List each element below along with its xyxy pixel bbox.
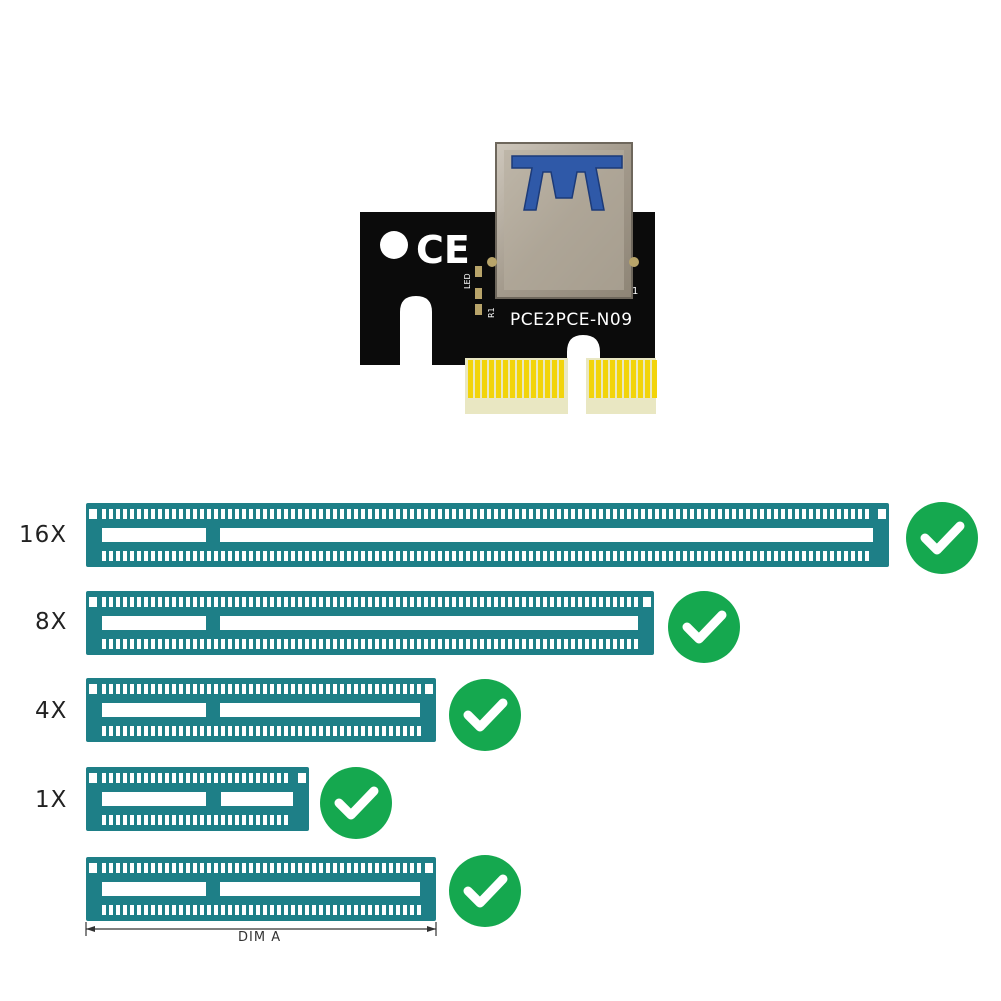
silk-led: LED	[463, 273, 472, 289]
gold-finger	[468, 360, 473, 398]
gold-finger	[517, 360, 522, 398]
gold-finger	[482, 360, 487, 398]
check-icon	[320, 767, 392, 839]
check-icon	[906, 502, 978, 574]
gold-finger	[645, 360, 650, 398]
mounting-hole	[380, 231, 408, 259]
gold-finger	[503, 360, 508, 398]
slot-label-4x: 4X	[35, 698, 68, 724]
check-icon	[449, 855, 521, 927]
gold-finger	[596, 360, 601, 398]
gold-finger	[624, 360, 629, 398]
pcie-slot-8x	[86, 591, 654, 655]
ce-mark: CE	[416, 228, 470, 272]
gold-finger	[538, 360, 543, 398]
gold-finger	[638, 360, 643, 398]
gold-finger	[603, 360, 608, 398]
pcie-slot-16x	[86, 503, 889, 567]
slot-label-1x: 1X	[35, 787, 68, 813]
gold-finger	[617, 360, 622, 398]
solder-pad	[629, 257, 639, 267]
slot-label-16x: 16X	[19, 522, 68, 548]
pcie-slot-4x	[86, 678, 436, 742]
solder-pad	[487, 257, 497, 267]
gold-finger	[489, 360, 494, 398]
gold-finger	[496, 360, 501, 398]
gold-finger	[524, 360, 529, 398]
model-label: PCE2PCE-N09	[510, 310, 633, 330]
silk-j1: J1	[628, 286, 638, 297]
check-icon	[668, 591, 740, 663]
slot-label-8x: 8X	[35, 609, 68, 635]
gold-finger	[610, 360, 615, 398]
gold-finger	[545, 360, 550, 398]
silk-r1: R1	[487, 307, 496, 318]
led-components	[475, 266, 482, 315]
gold-finger	[510, 360, 515, 398]
gold-finger	[559, 360, 564, 398]
pcie-slot-1x	[86, 767, 309, 831]
dimension-line	[85, 922, 437, 936]
gold-fingers	[468, 360, 657, 398]
gold-finger	[552, 360, 557, 398]
check-icon	[449, 679, 521, 751]
pcie-slot-dim-a	[86, 857, 436, 921]
usb-blue-tongue	[511, 155, 623, 211]
gold-finger	[531, 360, 536, 398]
gold-finger	[475, 360, 480, 398]
gold-finger	[631, 360, 636, 398]
gold-finger	[589, 360, 594, 398]
dimension-label: DIM A	[238, 930, 282, 945]
gold-finger	[652, 360, 657, 398]
